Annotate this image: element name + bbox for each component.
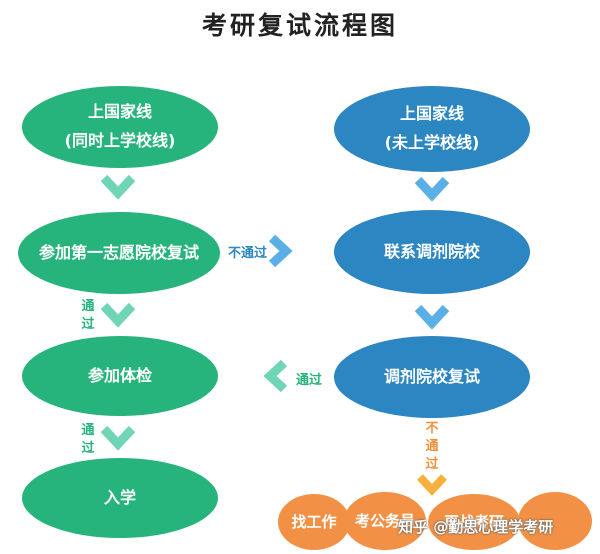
node-contact-adjust: 联系调剂院校	[334, 210, 530, 294]
node-admission: 入学	[22, 458, 218, 538]
node-label: 找工作	[291, 512, 337, 531]
node-label: 考公务员	[354, 511, 415, 530]
node-label: 联系调剂院校	[383, 241, 480, 261]
arrow-down-4	[414, 176, 450, 202]
arrow-right-fail	[268, 234, 293, 268]
node-outcome-other	[518, 492, 592, 550]
arrow-down-5	[414, 304, 450, 330]
node-label: 参加体检	[87, 365, 152, 385]
edge-label-fail: 不通过	[228, 246, 268, 261]
edge-label-pass-physical: 通过	[81, 299, 95, 332]
arrow-down-1	[100, 174, 136, 200]
node-first-choice-retest: 参加第一志愿院校复试	[18, 212, 220, 294]
node-outcome-civil-service: 考公务员	[344, 492, 426, 550]
node-adjust-retest: 调剂院校复试	[334, 336, 530, 418]
node-outcome-job: 找工作	[278, 494, 350, 550]
arrow-left-pass	[263, 359, 288, 393]
node-outcome-retry-exam: 再战考研	[428, 494, 520, 550]
node-label: 参加第一志愿院校复试	[38, 242, 199, 262]
edge-label-pass-admission: 通过	[81, 423, 95, 456]
node-line: 上国家线	[87, 102, 152, 122]
diagram-title: 考研复试流程图	[201, 11, 398, 40]
node-physical-exam: 参加体检	[22, 336, 218, 416]
edge-label-adjust-fail: 不通过	[425, 421, 439, 472]
arrow-down-3	[100, 425, 136, 451]
node-line: (未上学校线)	[384, 133, 480, 152]
arrow-down-2	[100, 302, 136, 328]
node-label: 再战考研	[443, 512, 504, 531]
node-label: 调剂院校复试	[383, 366, 480, 386]
edge-label-adjust-pass: 通过	[296, 373, 323, 388]
node-line: 上国家线	[399, 104, 464, 124]
node-line: (同时上学校线)	[64, 131, 176, 150]
watermark: 知乎 @勤思心理学考研	[398, 518, 554, 536]
node-above-line-not-school: 上国家线 (未上学校线)	[334, 86, 530, 172]
node-above-line-same: 上国家线 (同时上学校线)	[22, 86, 218, 168]
arrow-down-orange	[417, 474, 447, 496]
node-label: 入学	[103, 487, 136, 507]
